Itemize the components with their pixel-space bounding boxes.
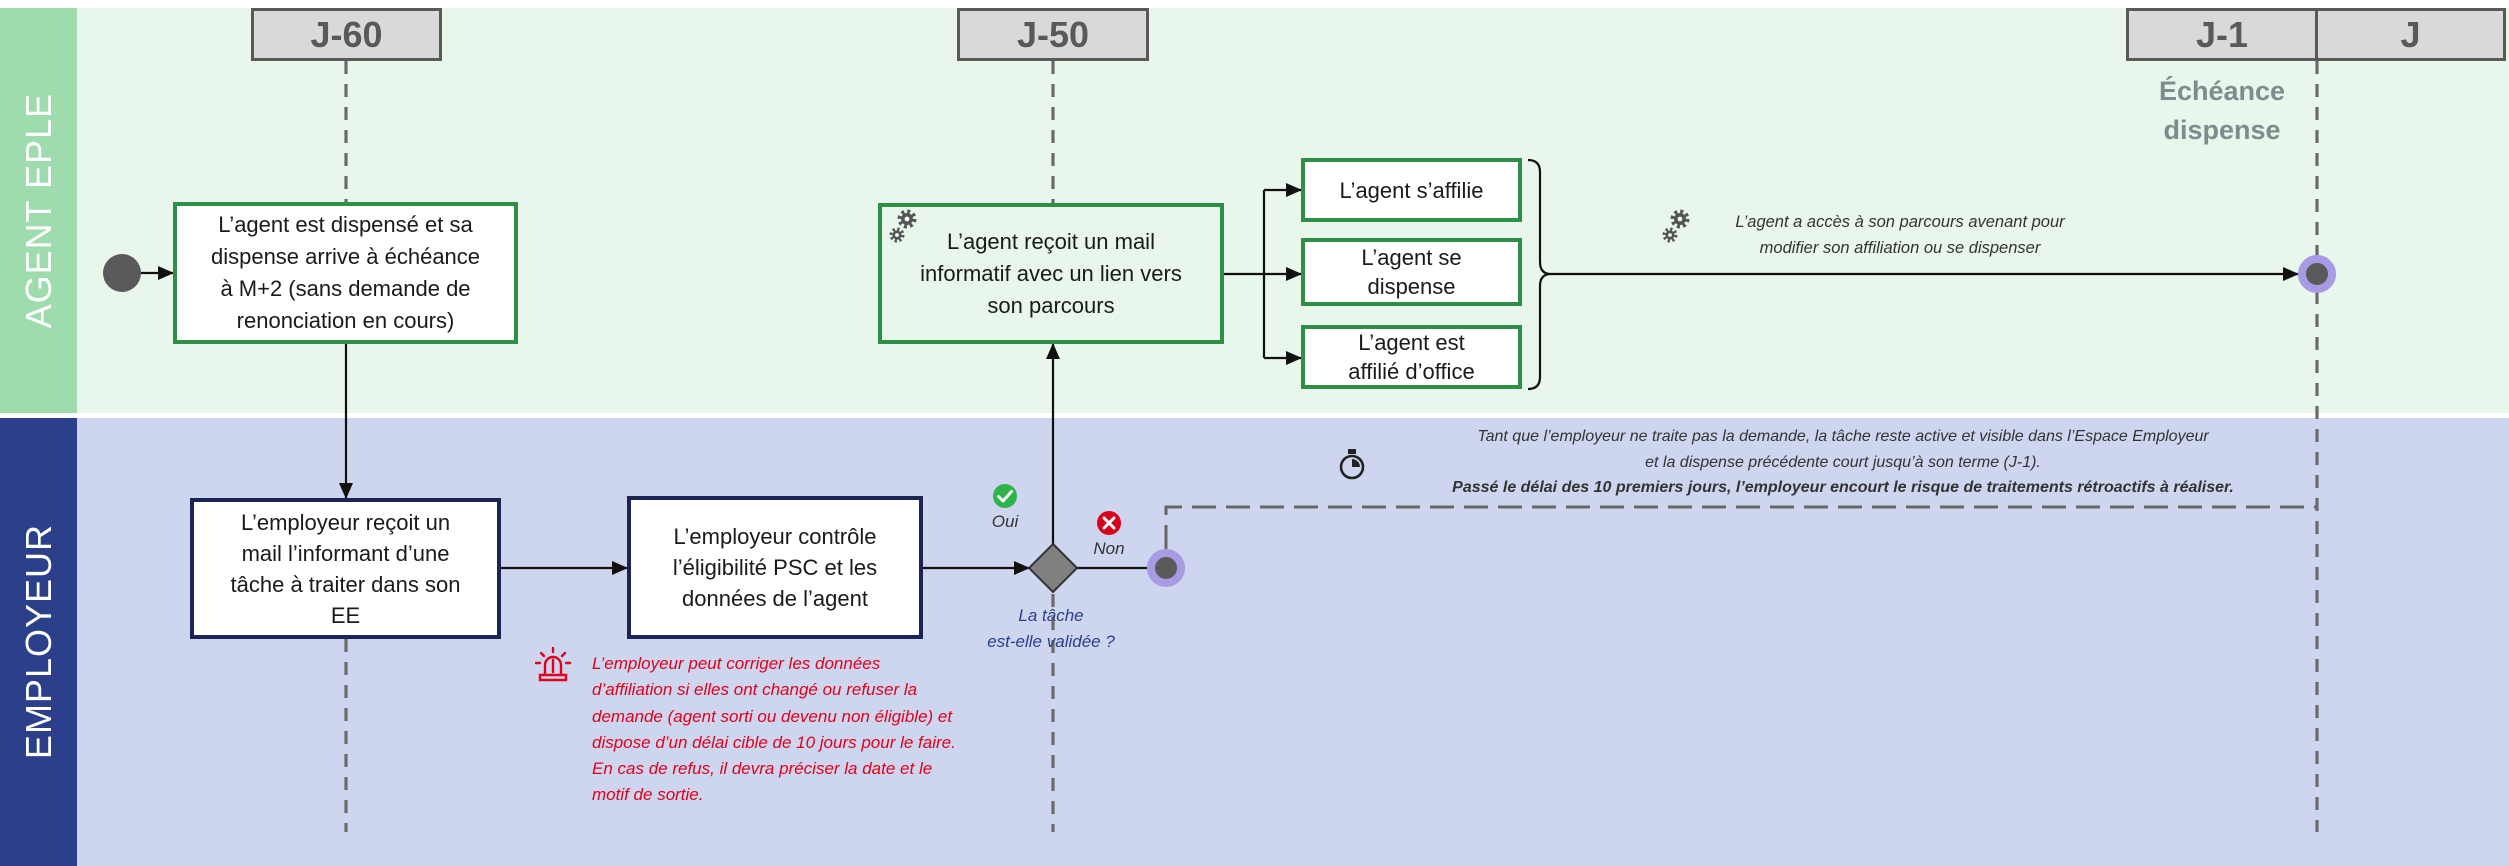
- milestone-j: J: [2315, 8, 2506, 61]
- task-label-line: EE: [330, 602, 361, 628]
- task-label-line: L’agent est dispensé et sa: [218, 212, 473, 237]
- task-label-line: renonciation en cours): [236, 308, 455, 333]
- note-line: et la dispense précédente court jusqu’à …: [1645, 453, 2041, 471]
- task-employer-receives-mail: L’employeur reçoit un mail l’informant d…: [190, 498, 501, 639]
- pending-task-note: Tant que l’employeur ne traite pas la de…: [1452, 424, 2234, 501]
- note-line: L’agent a accès à son parcours avenant p…: [1735, 213, 2065, 231]
- deadline-label-line: Échéance: [2158, 76, 2286, 106]
- task-label-line: informatif avec un lien vers: [920, 260, 1182, 286]
- agent-lane-header: AGENT EPLE: [0, 8, 77, 413]
- pending-escalation-line: [1164, 505, 2317, 549]
- note-line: est-elle validée ?: [987, 632, 1115, 651]
- cross-circle-icon: [1097, 511, 1121, 535]
- note-line: Tant que l’employeur ne traite pas la de…: [1477, 428, 2209, 445]
- task-label-line: L’agent se: [1361, 245, 1462, 270]
- employer-correction-note: L’employeur peut corriger les données d’…: [592, 651, 956, 809]
- task-agent-affiliates: L’agent s’affilie: [1301, 158, 1522, 222]
- note-line: demande (agent sorti ou devenu non éligi…: [592, 706, 953, 726]
- task-label-line: L’employeur contrôle: [673, 524, 877, 549]
- alarm-icon: [534, 646, 572, 682]
- check-circle-icon: [993, 484, 1017, 508]
- task-label-line: L’agent s’affilie: [1339, 177, 1484, 203]
- task-label-line: mail l’informant d’une: [241, 540, 450, 566]
- task-label-line: affilié d’office: [1348, 359, 1475, 384]
- task-agent-dispense-expiring: L’agent est dispensé et sa dispense arri…: [173, 202, 518, 344]
- milestone-j50: J-50: [957, 8, 1149, 61]
- milestone-j60: J-60: [251, 8, 442, 61]
- task-label-line: L’employeur reçoit un: [240, 509, 451, 535]
- note-line-emphasis: Passé le délai des 10 premiers jours, l’…: [1452, 479, 2234, 497]
- amendment-access-note: L’agent a accès à son parcours avenant p…: [1735, 209, 2064, 261]
- note-line: dispose d’un délai cible de 10 jours pou…: [592, 732, 956, 752]
- task-agent-receives-mail: L’agent reçoit un mail informatif avec u…: [878, 203, 1224, 344]
- task-label-line: dispense: [1367, 274, 1456, 299]
- task-agent-affiliated-by-default: L’agent est affilié d’office: [1301, 325, 1522, 389]
- note-line: modifier son affiliation ou se dispenser: [1759, 239, 2041, 257]
- gear-icon: [889, 209, 917, 243]
- task-label-line: dispense arrive à échéance: [210, 244, 481, 269]
- gateway-yes-label: Oui: [991, 512, 1019, 531]
- task-label-line: L’agent est: [1358, 330, 1465, 355]
- employer-lane: [77, 418, 2509, 866]
- gateway-no-label: Non: [1093, 539, 1125, 558]
- start-event: [103, 254, 141, 292]
- task-label-line: L’agent reçoit un mail: [947, 228, 1155, 254]
- employer-lane-header: EMPLOYEUR: [0, 418, 77, 866]
- end-event-deadline: [2298, 255, 2336, 293]
- task-label-line: tâche à traiter dans son: [230, 571, 461, 597]
- timer-icon: [1339, 449, 1365, 480]
- validation-gateway: [1027, 542, 1079, 594]
- note-line: d’affiliation si elles ont changé ou ref…: [592, 680, 918, 700]
- gear-icon: [1662, 209, 1690, 243]
- flow-mail-to-branch: [1224, 190, 1266, 358]
- note-line: L’employeur peut corriger les données: [592, 654, 881, 673]
- gateway-question: La tâche est-elle validée ?: [987, 603, 1115, 655]
- deadline-label-line: dispense: [2163, 115, 2281, 145]
- task-label-line: à M+2 (sans demande de: [220, 276, 471, 301]
- task-employer-checks-eligibility: L’employeur contrôle l’éligibilité PSC e…: [627, 496, 923, 639]
- note-line: En cas de refus, il devra préciser la da…: [592, 759, 933, 779]
- choice-brace: [1527, 158, 1552, 391]
- task-label-line: l’éligibilité PSC et les: [672, 555, 878, 580]
- end-event-pending: [1147, 549, 1185, 587]
- note-line: motif de sortie.: [592, 785, 704, 805]
- task-label-line: données de l’agent: [682, 586, 868, 611]
- task-agent-dispenses: L’agent se dispense: [1301, 238, 1522, 306]
- task-label-line: son parcours: [987, 292, 1115, 318]
- deadline-label: Échéance dispense: [2159, 72, 2285, 150]
- note-line: La tâche: [1018, 606, 1084, 625]
